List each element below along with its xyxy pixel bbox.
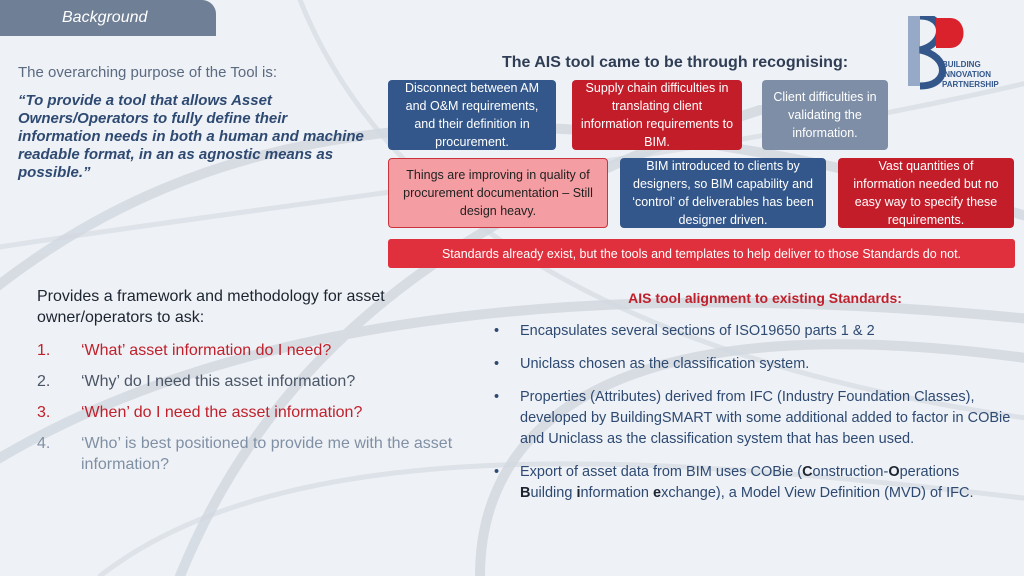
question-item-when: 3. ‘When’ do I need the asset informatio…: [37, 404, 363, 421]
reason-box-client-difficulties: Client difficulties in validating the in…: [762, 80, 888, 150]
purpose-intro: The overarching purpose of the Tool is:: [18, 64, 278, 81]
building-innovation-partnership-logo: [908, 16, 964, 90]
reason-box-supply-chain: Supply chain difficulties in translating…: [572, 80, 742, 150]
alignment-bullet-uniclass: • Uniclass chosen as the classification …: [494, 354, 1014, 376]
alignment-bullet-ifc: • Properties (Attributes) derived from I…: [494, 389, 1011, 447]
logo-wordmark: BUILDING INNOVATION PARTNERSHIP: [942, 60, 999, 89]
reason-box-improving-quality: Things are improving in quality of procu…: [388, 158, 608, 228]
reason-box-disconnect: Disconnect between AM and O&M requiremen…: [388, 80, 556, 150]
purpose-quote: “To provide a tool that allows Asset Own…: [18, 92, 364, 181]
bullet-dot: •: [494, 464, 500, 480]
question-item-what: 1. ‘What’ asset information do I need?: [37, 342, 332, 359]
reason-box-vast-quantities: Vast quantities of information needed bu…: [838, 158, 1014, 228]
framework-intro: Provides a framework and methodology for…: [37, 288, 385, 326]
question-item-why: 2. ‘Why’ do I need this asset informatio…: [37, 373, 356, 390]
alignment-heading: AIS tool alignment to existing Standards…: [628, 290, 902, 306]
standards-banner: Standards already exist, but the tools a…: [388, 239, 1015, 268]
bullet-dot: •: [494, 323, 500, 339]
ais-heading: The AIS tool came to be through recognis…: [501, 54, 849, 71]
bullet-dot: •: [494, 356, 500, 372]
alignment-bullet-cobie: • Export of asset data from BIM uses COB…: [494, 464, 974, 501]
bullet-dot: •: [494, 389, 500, 405]
alignment-bullet-iso19650: • Encapsulates several sections of ISO19…: [494, 321, 1014, 343]
question-item-who: 4. ‘Who’ is best positioned to provide m…: [37, 435, 453, 473]
background-tab[interactable]: Background: [0, 0, 216, 36]
reason-box-bim-introduced: BIM introduced to clients by designers, …: [620, 158, 826, 228]
